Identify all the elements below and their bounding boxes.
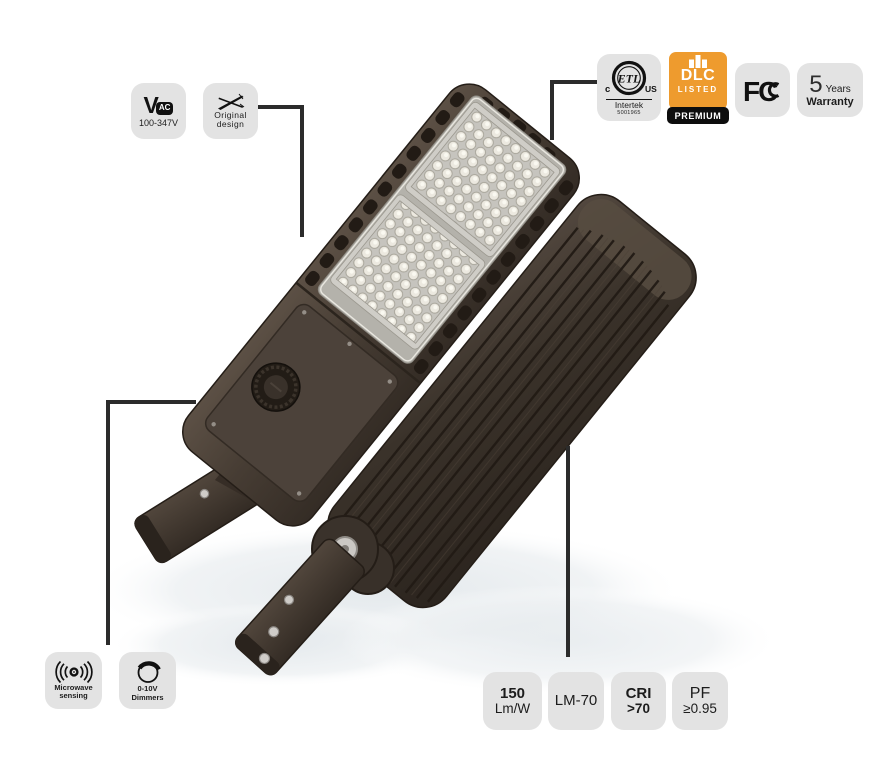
street-light-front-view [134,83,580,564]
street-light-back-view [234,193,697,676]
callout-line-original-design [258,105,304,237]
driver-compartment [204,303,399,503]
power-factor-badge: PF ≥0.95 [672,672,728,730]
vac-ac-tag: AC [155,102,174,116]
voltage-badge: V AC 100-347V [131,83,186,139]
fcc-mark-icon: FC [743,76,780,105]
microwave-label-line2: sensing [59,691,88,700]
etl-c-label: c [605,84,610,95]
dlc-name: DLC [680,67,716,84]
intertek-label: Intertek [606,98,652,110]
mounting-arm-back [234,538,365,676]
original-design-label-line2: design [216,119,245,129]
lumen-maintenance-value: LM-70 [554,691,598,709]
ground-shadow [85,522,780,695]
original-design-badge: Original design [203,83,258,139]
warranty-label: Warranty [806,96,854,109]
led-module [330,194,486,350]
heatsink-top-cap [577,198,692,300]
original-design-label-line1: Original [214,109,247,120]
dlc-listed-label: LISTED [677,85,719,94]
dlc-badge: DLC LISTED PREMIUM [667,52,729,124]
lumen-maintenance-badge: LM-70 [548,672,604,730]
dlc-orange-panel: DLC LISTED [669,52,727,110]
efficacy-unit: Lm/W [494,700,531,716]
led-panel [317,95,567,364]
microwave-sensing-badge: Microwave sensing [45,652,102,709]
vac-v-letter: V [143,91,159,118]
dimmer-knob-icon [137,661,161,684]
etl-us-label: US [645,84,657,94]
etl-number: 5001965 [617,110,641,117]
dimmer-badge: 0-10V Dimmers [119,652,176,709]
vent-slots-rims [305,92,574,375]
cri-label: CRI [625,685,652,703]
power-factor-value: ≥0.95 [683,701,717,717]
fcc-inner-c [767,82,779,98]
callout-line-sensing [106,400,196,645]
building-icon [689,55,707,68]
etl-badge: ETL c US Intertek 5001965 [597,54,661,121]
voltage-range-label: 100-347V [138,118,179,129]
dimmer-label-line1: 0-10V [137,684,158,694]
warranty-badge: 5 Years Warranty [797,63,863,117]
led-module [405,101,561,258]
cri-badge: CRI >70 [611,672,666,730]
photocell-socket [251,362,301,412]
dlc-premium-label: PREMIUM [667,107,729,124]
fcc-letters: FC [743,76,778,105]
callout-line-etl [550,80,600,140]
microwave-waves-icon [54,660,93,683]
etl-mark-icon: ETL c US [605,60,657,95]
warranty-number: 5 [809,70,823,98]
cri-value: >70 [627,700,650,716]
dimmer-label-line2: Dimmers [131,692,164,702]
warranty-unit: Years [825,83,851,95]
power-factor-label: PF [689,684,711,702]
vac-logo: V AC [143,91,174,118]
etl-letters: ETL [617,71,641,85]
heatsink-fins [331,226,670,603]
drafting-tools-icon [217,93,244,110]
fcc-badge: FC [735,63,790,117]
callout-lines [106,80,600,657]
efficacy-value: 150 [499,685,526,703]
microwave-label-line1: Microwave [54,682,93,692]
efficacy-badge: 150 Lm/W [483,672,542,730]
